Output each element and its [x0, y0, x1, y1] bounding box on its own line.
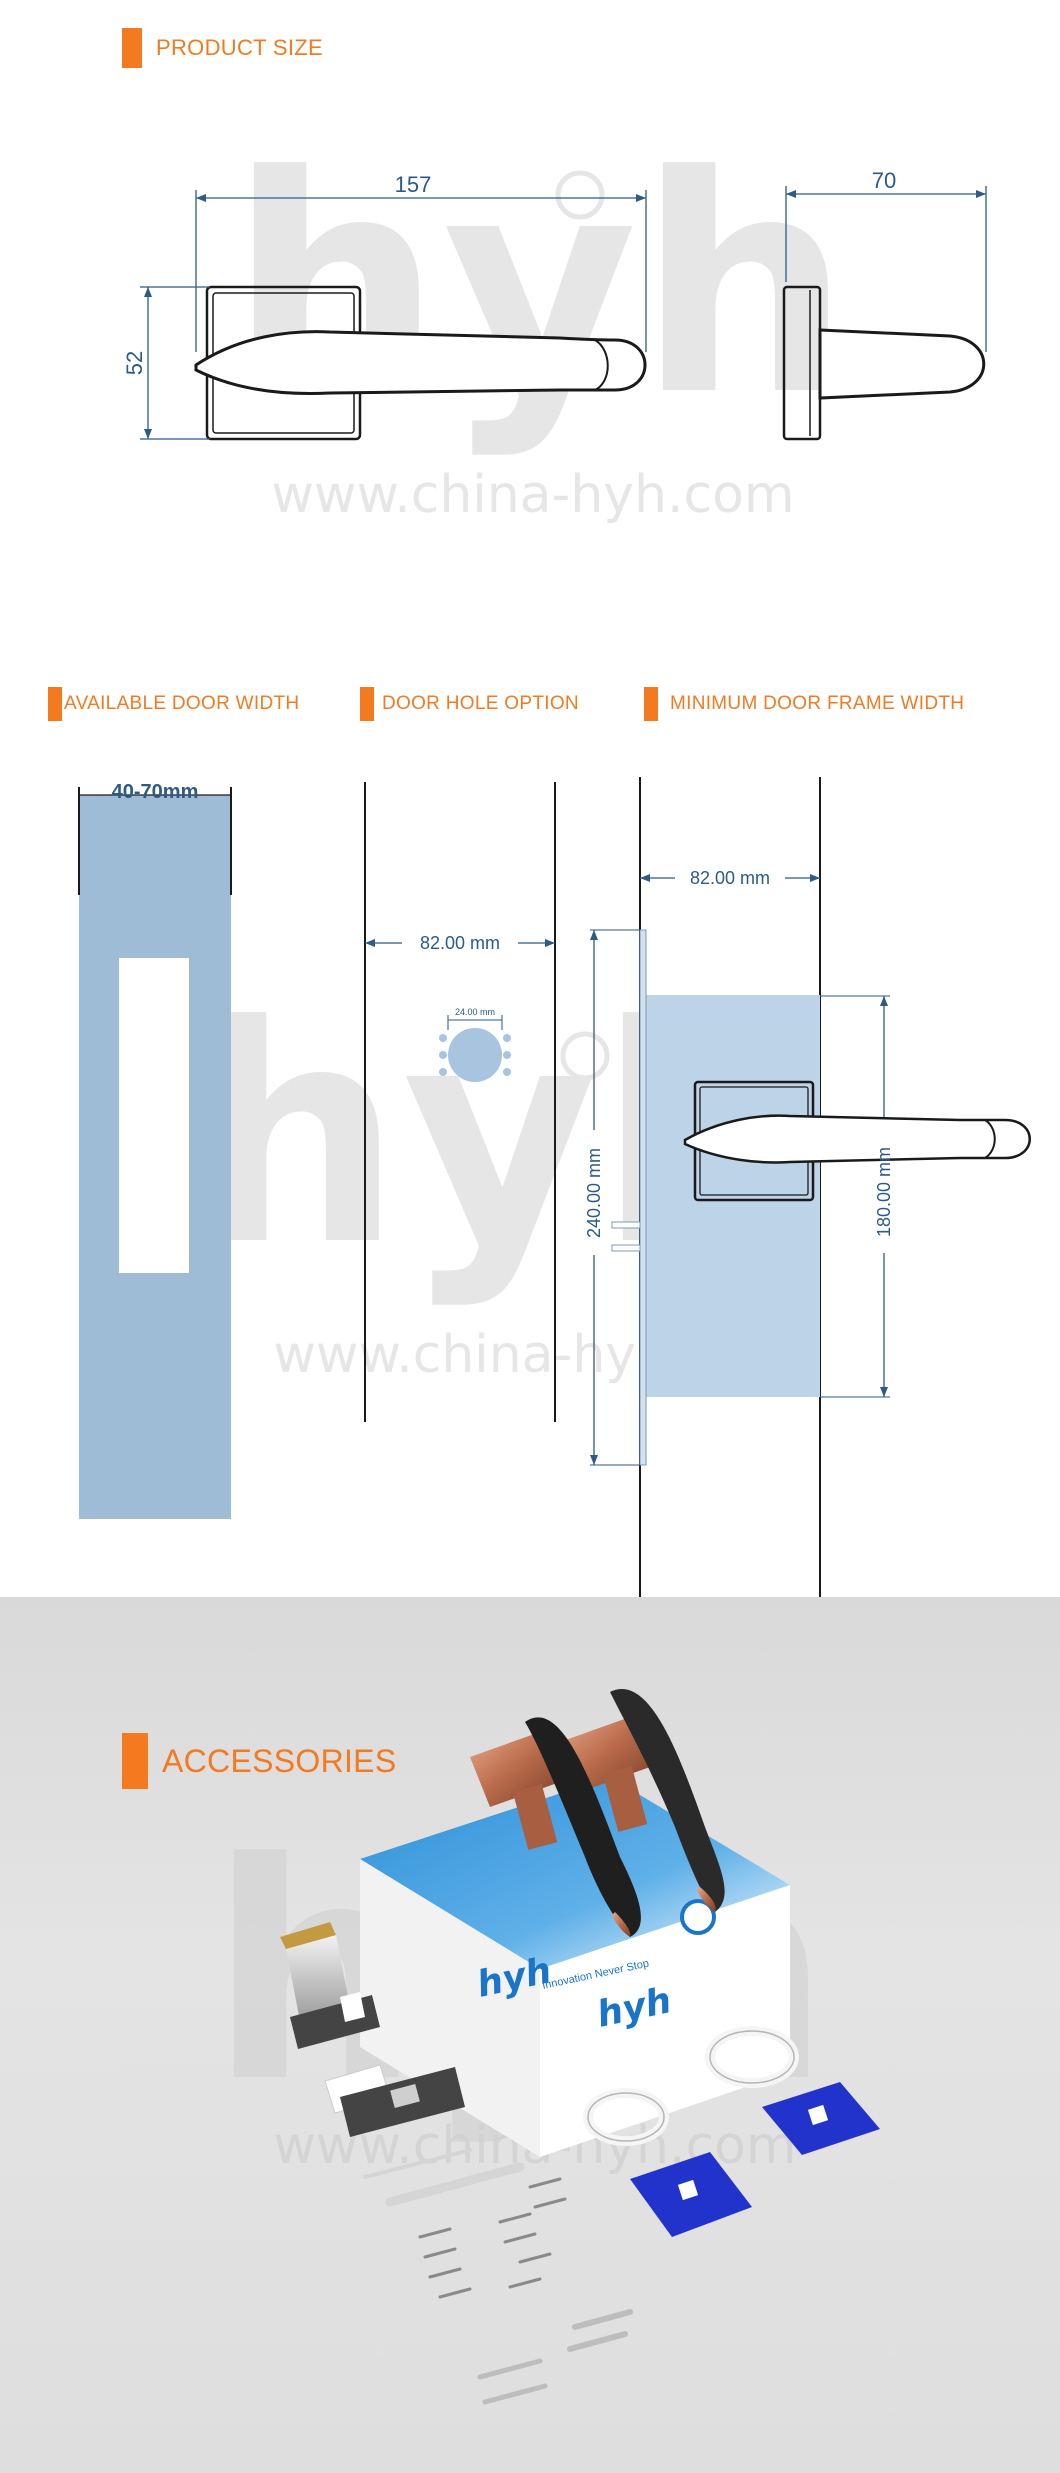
- heading-text: DOOR HOLE OPTION: [382, 693, 579, 714]
- front-view-handle: [194, 285, 647, 441]
- dim-depth-label: 70: [872, 168, 896, 193]
- watermark-registered-icon: [560, 1031, 610, 1081]
- available-door-diagram: [78, 787, 232, 1519]
- watermark: hyh www.china-hyh.com: [229, 112, 852, 525]
- minimum-frame-width-heading: MINIMUM DOOR FRAME WIDTH: [644, 687, 964, 721]
- heading-accent-bar: [122, 1733, 148, 1789]
- frame-width-label: 82.00 mm: [690, 868, 770, 888]
- watermark-registered-icon: [555, 170, 605, 220]
- door-hole-diagram: [364, 782, 556, 1422]
- spindle-and-screws: [363, 2148, 633, 2405]
- door-cutout: [119, 958, 189, 1273]
- dim-depth: [785, 186, 987, 352]
- dim-height-label: 52: [122, 351, 147, 375]
- watermark-url: www.china-hyh.com: [271, 465, 794, 525]
- dim-length: [195, 190, 647, 352]
- accessories-heading: ACCESSORIES: [122, 1733, 396, 1789]
- packaging-box: hyh Innovation Never Stop hyh: [360, 1777, 790, 2157]
- accessories-section: ACCESSORIES hyh www.china-hyh.com: [0, 1597, 1060, 2473]
- handle-height-label: 180.00 mm: [874, 1147, 894, 1237]
- clear-rings: [583, 2026, 799, 2146]
- dim-length-label: 157: [395, 172, 432, 197]
- heading-accent-bar: [122, 28, 142, 68]
- product-size-drawing: hyh www.china-hyh.com 157 52: [122, 112, 987, 525]
- hole-main: [448, 1028, 502, 1082]
- heading-accent-bar: [360, 687, 374, 721]
- dim-height: [140, 286, 210, 440]
- side-view-handle: [782, 285, 986, 441]
- product-size-section: PRODUCT SIZE hyh www.china-hyh.com 157: [0, 0, 1060, 620]
- heading-accent-bar: [644, 687, 658, 721]
- hole-option-width-label: 82.00 mm: [420, 933, 500, 953]
- heading-text: MINIMUM DOOR FRAME WIDTH: [670, 693, 965, 714]
- min-frame-diagram: [583, 777, 1031, 1597]
- lever-tip-line: [594, 339, 609, 391]
- accessories-illustration: hyh www.china-hyh.com hyh Innovation Nev…: [209, 1689, 880, 2405]
- door-specs-drawing: hyh www.china-hyh.com 40-70mm: [78, 777, 1031, 1597]
- door-hole-option-heading: DOOR HOLE OPTION: [360, 687, 579, 721]
- product-size-heading: PRODUCT SIZE: [122, 28, 323, 68]
- side-lever: [818, 328, 986, 400]
- strike-plate: [324, 2064, 465, 2137]
- heading-accent-bar: [48, 687, 62, 721]
- door-specs-section: AVAILABLE DOOR WIDTH DOOR HOLE OPTION MI…: [0, 620, 1060, 1597]
- door-width-label: 40-70mm: [112, 781, 199, 803]
- faceplate: [639, 929, 647, 1466]
- hole-diameter-label: 24.00 mm: [455, 1007, 495, 1017]
- heading-text: PRODUCT SIZE: [156, 35, 323, 60]
- blue-mounting-plates: [630, 2082, 880, 2237]
- available-door-width-heading: AVAILABLE DOOR WIDTH: [48, 687, 299, 721]
- lever-outline: [194, 330, 647, 396]
- heading-text: ACCESSORIES: [162, 1742, 397, 1779]
- latch-mechanism: [280, 1922, 380, 2049]
- plate-height-label: 240.00 mm: [584, 1148, 604, 1238]
- lever-handle-pair: [470, 1689, 725, 1937]
- heading-text: AVAILABLE DOOR WIDTH: [64, 693, 300, 714]
